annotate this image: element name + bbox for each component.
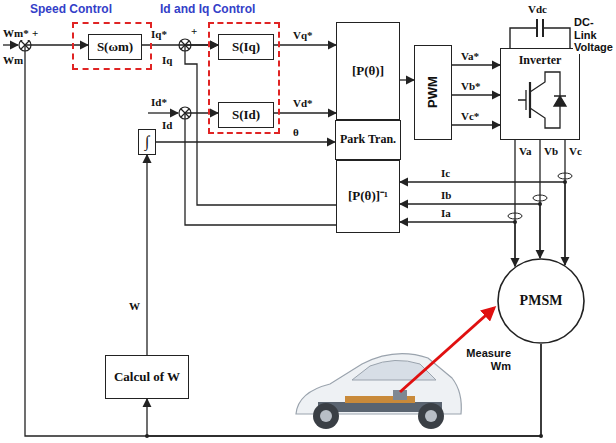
- signal-name: Vq*: [292, 29, 314, 42]
- signal-name: Iq*: [150, 28, 168, 41]
- block-text: PMSM: [520, 293, 563, 308]
- sign-mark: +: [190, 25, 198, 38]
- signal-connector: [400, 204, 540, 258]
- signal-name: Va*: [460, 50, 480, 63]
- group-heading: Speed Control: [30, 3, 112, 16]
- measure-label: Measure Wm: [462, 347, 512, 372]
- signal-connector: [25, 45, 541, 436]
- car-body: [296, 354, 461, 429]
- signal-name: Id: [161, 119, 173, 132]
- signal-connector: [274, 44, 336, 45]
- block-text: Park Tran.: [340, 133, 396, 146]
- control-group: S(Iq)S(Id)Id and Iq Control: [208, 22, 280, 134]
- integrator-block: ∫: [138, 129, 156, 155]
- input-wire: [148, 112, 178, 113]
- signal-name: Id*: [150, 96, 168, 109]
- block-text: S(Id): [232, 108, 260, 122]
- signal-connector: [147, 344, 541, 436]
- block-text: PWM: [426, 77, 440, 109]
- signal-name: Vb*: [460, 80, 482, 93]
- signal-name: Vdc: [527, 3, 548, 16]
- signal-connector: [156, 141, 335, 142]
- block-text: [P(θ)]⁻¹: [348, 189, 388, 203]
- signal-name: Ia: [440, 207, 452, 220]
- block-text: S(ωm): [97, 40, 133, 54]
- signal-name: Wm: [2, 54, 24, 67]
- signal-name: W: [128, 300, 141, 313]
- signal-name: Vd*: [292, 97, 314, 110]
- inverter-block: Inverter: [500, 48, 580, 140]
- signal-connector: [400, 222, 515, 266]
- dc-link-label: DC-Link Voltage: [573, 16, 616, 54]
- signal-name: Va: [518, 145, 532, 158]
- transform-block: Park Tran.: [335, 120, 401, 160]
- block-text: Calcul of W: [114, 370, 180, 384]
- signal-name: Iq: [161, 54, 173, 67]
- signal-name: Ic: [440, 167, 451, 180]
- signal-name: Wm*: [2, 27, 30, 40]
- transform-block: [P(θ)]: [336, 22, 400, 120]
- signal-connector: [146, 155, 147, 355]
- pwm-block: PWM: [414, 45, 452, 140]
- signal-connector: [452, 64, 500, 65]
- transform-block: [P(θ)]⁻¹: [336, 160, 400, 233]
- signal-name: Vc*: [460, 110, 480, 123]
- sign-mark: +: [31, 27, 39, 40]
- signal-connector: [452, 94, 500, 95]
- block-text: [P(θ)]: [352, 64, 384, 78]
- group-heading: Id and Iq Control: [160, 3, 255, 16]
- controller-block: S(ωm): [88, 34, 142, 60]
- block-text: Inverter: [519, 54, 562, 67]
- process-box: Calcul of W: [105, 355, 189, 399]
- block-text: S(Iq): [232, 40, 260, 54]
- signal-name: Ib: [440, 189, 452, 202]
- signal-name: Vc: [568, 145, 583, 158]
- controller-block: S(Id): [218, 102, 274, 128]
- signal-name: Vb: [543, 145, 559, 158]
- block-text: ∫: [145, 133, 149, 151]
- summing-junction: [19, 39, 191, 119]
- motor-outline-shape: [498, 259, 584, 343]
- control-group: S(ωm)Speed Control: [72, 22, 152, 70]
- igbt-symbol: [518, 72, 566, 128]
- signal-connector: [274, 112, 336, 113]
- motor-circle: PMSM: [497, 258, 585, 344]
- dc-link-capacitor: [510, 19, 570, 48]
- input-wire: [3, 44, 18, 45]
- signal-name: θ: [292, 126, 300, 139]
- signal-connector: [400, 79, 414, 80]
- signal-connector: [400, 182, 565, 265]
- signal-connector: [452, 124, 500, 125]
- controller-block: S(Iq): [218, 34, 274, 60]
